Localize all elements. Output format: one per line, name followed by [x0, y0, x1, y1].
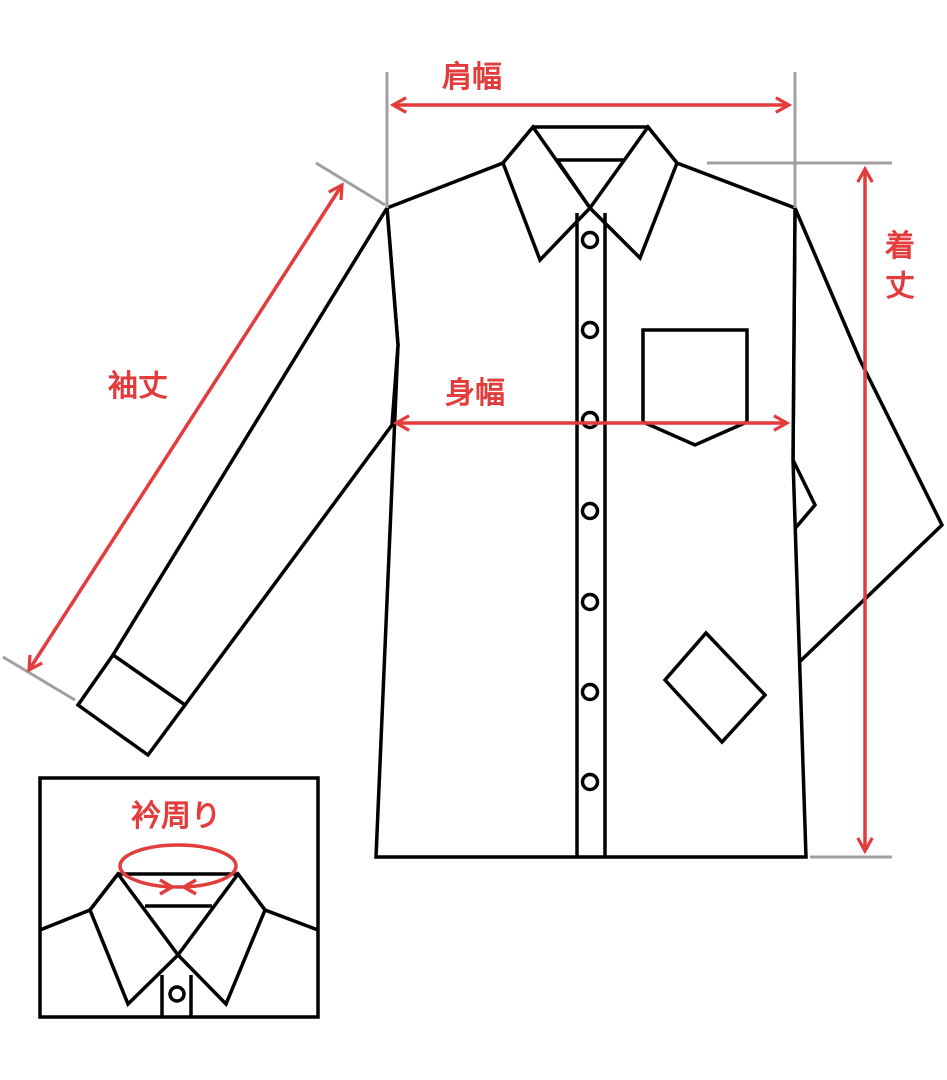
left-cuff — [75, 652, 188, 758]
button — [580, 682, 600, 702]
guide-lines — [2, 72, 892, 859]
length-label-2: 丈 — [885, 269, 915, 304]
button — [580, 592, 600, 612]
shirt — [75, 124, 945, 859]
sleeve-length-arrow — [29, 185, 342, 670]
button — [580, 230, 600, 250]
left-sleeve — [110, 202, 400, 708]
collar-right — [587, 124, 679, 262]
buttons — [580, 230, 600, 792]
body-width-label: 身幅 — [445, 376, 505, 411]
sleeve-length-label: 袖丈 — [108, 369, 168, 404]
collar-inset: 衿周り — [38, 776, 320, 1019]
neck-circumference-label: 衿周り — [131, 799, 221, 834]
pocket — [641, 328, 749, 447]
collar-left — [500, 124, 593, 264]
shoulder-width-label: 肩幅 — [442, 60, 502, 95]
right-cuff — [662, 630, 768, 745]
placket — [575, 213, 607, 857]
button — [580, 320, 600, 340]
neck-circumference-ellipse — [118, 843, 238, 889]
button — [580, 501, 600, 521]
button — [580, 772, 600, 792]
length-label-1: 着 — [885, 229, 915, 264]
shirt-body — [374, 125, 808, 859]
